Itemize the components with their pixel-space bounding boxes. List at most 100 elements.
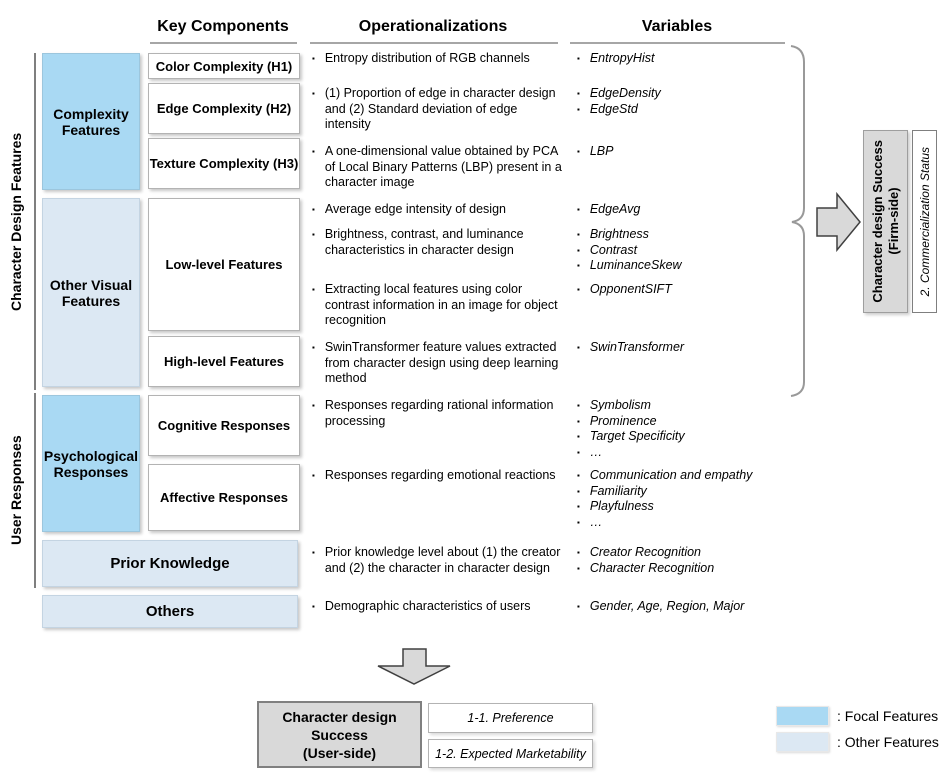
variable-group: ▪LBP (577, 144, 787, 160)
bullet-icon: ▪ (577, 416, 580, 426)
operationalization-item: ▪Responses regarding emotional reactions (312, 468, 556, 482)
legend-swatch-focal (776, 706, 829, 726)
header-operationalizations: Operationalizations (358, 18, 508, 35)
variable-name: LBP (589, 144, 614, 158)
bullet-icon: ▪ (312, 205, 315, 214)
variable-group: ▪Symbolism▪Prominence▪Target Specificity… (577, 398, 787, 460)
firm-side-success-label: Character design Success(Firm-side) (869, 140, 901, 303)
component-box-color-complexity: Color Complexity (H1) (148, 53, 300, 79)
variable-name: EdgeDensity (589, 86, 661, 100)
variable-item: ▪LBP (577, 144, 787, 160)
variable-group: ▪EdgeDensity▪EdgeStd (577, 86, 787, 117)
brace-icon (790, 45, 805, 397)
bullet-icon: ▪ (312, 401, 315, 410)
arrow-down-icon (377, 648, 451, 685)
variable-name: Contrast (589, 242, 638, 257)
component-box-low-level-features: Low-level Features (148, 198, 300, 331)
bullet-icon: ▪ (577, 104, 580, 114)
section-divider-line (34, 53, 36, 390)
component-box-texture-complexity: Texture Complexity (H3) (148, 138, 300, 189)
variable-name: OpponentSIFT (589, 282, 672, 296)
header-variables: Variables (641, 18, 713, 35)
variable-group: ▪ Creator Recognition▪ Character Recogniti… (577, 545, 787, 576)
operationalization-item: ▪Average edge intensity of design (312, 202, 506, 216)
variable-name: Gender, Age, Region, Major (589, 599, 745, 613)
bullet-icon: ▪ (312, 230, 315, 239)
variable-name: Playfulness (589, 499, 654, 513)
firm-side-success-box: Character design Success(Firm-side) (863, 130, 908, 313)
header-underline (150, 42, 297, 44)
variable-group: ▪EdgeAvg (577, 202, 787, 218)
bullet-icon: ▪ (312, 343, 315, 352)
bullet-icon: ▪ (577, 401, 580, 410)
variable-name: LuminanceSkew (589, 258, 682, 272)
variable-item: ▪EdgeAvg (577, 202, 787, 218)
variable-name: … (589, 444, 603, 459)
bullet-icon: ▪ (577, 245, 580, 255)
side-label-character-design-features: Character Design Features (8, 132, 24, 311)
variable-name: Creator Recognition (589, 545, 702, 559)
bullet-icon: ▪ (577, 432, 580, 441)
group-box-prior-knowledge: Prior Knowledge (42, 540, 298, 587)
variable-name: Familiarity (589, 483, 647, 498)
legend-label-focal: : Focal Features (837, 708, 939, 724)
header-underline (570, 42, 785, 44)
variable-name: Brightness (589, 227, 649, 241)
variable-group: ▪Brightness ▪ Contrast ▪ LuminanceSkew (577, 227, 787, 274)
bullet-icon: ▪ (312, 54, 315, 63)
bullet-icon: ▪ (577, 447, 580, 457)
operationalization-item: ▪(1) Proportion of edge in character des… (312, 86, 556, 131)
bullet-icon: ▪ (577, 261, 580, 270)
variable-item: ▪ Prominence (577, 414, 787, 430)
variable-item: ▪… (577, 515, 787, 531)
side-label-user-responses: User Responses (8, 435, 24, 546)
operationalization-item: ▪A one-dimensional value obtained by PCA… (312, 144, 562, 189)
header-underline (310, 42, 558, 44)
outcome-box-preference: 1-1. Preference (428, 703, 593, 733)
bullet-icon: ▪ (577, 486, 580, 496)
bullet-icon: ▪ (312, 147, 315, 156)
group-box-other-visual-features: Other Visual Features (42, 198, 140, 387)
arrow-right-icon (816, 192, 861, 252)
bullet-icon: ▪ (577, 602, 580, 611)
variable-item: ▪Brightness (577, 227, 787, 243)
legend-swatch-other (776, 732, 829, 752)
bullet-icon: ▪ (577, 205, 580, 214)
variable-item: ▪EntropyHist (577, 51, 787, 67)
variable-item: ▪ Communication and empathy (577, 468, 787, 484)
bullet-icon: ▪ (577, 517, 580, 527)
variable-name: Prominence (589, 413, 657, 428)
component-box-high-level-features: High-level Features (148, 336, 300, 387)
bullet-icon: ▪ (577, 502, 580, 511)
commercialization-status-label: 2. Commercialization Status (917, 146, 932, 297)
operationalization-item: ▪SwinTransformer feature values extracte… (312, 340, 559, 385)
group-box-psychological-responses: Psychological Responses (42, 395, 140, 532)
variable-item: ▪ Target Specificity (577, 429, 787, 445)
variable-name: SwinTransformer (589, 340, 685, 354)
variable-item: ▪EdgeDensity (577, 86, 787, 102)
bullet-icon: ▪ (577, 548, 580, 557)
variable-item: ▪ Familiarity (577, 484, 787, 500)
variable-item: ▪ Creator Recognition (577, 545, 787, 561)
variable-item: ▪ LuminanceSkew (577, 258, 787, 274)
group-box-others: Others (42, 595, 298, 628)
operationalization-item: ▪Extracting local features using color c… (312, 282, 558, 327)
variable-name: EntropyHist (589, 51, 655, 65)
variable-name: Character Recognition (589, 560, 715, 575)
bullet-icon: ▪ (577, 343, 580, 352)
component-box-affective-responses: Affective Responses (148, 464, 300, 531)
bullet-icon: ▪ (577, 471, 580, 480)
variable-name: Target Specificity (589, 429, 685, 443)
variable-item: ▪… (577, 445, 787, 461)
variable-item: ▪ SwinTransformer (577, 340, 787, 356)
variable-item: ▪ Contrast (577, 243, 787, 259)
bullet-icon: ▪ (577, 285, 580, 294)
variable-name: … (589, 514, 603, 529)
variable-item: ▪ Playfulness (577, 499, 787, 515)
bullet-icon: ▪ (312, 285, 315, 294)
variable-name: Communication and empathy (589, 468, 753, 482)
section-divider-line (34, 393, 36, 588)
header-key-components: Key Components (157, 18, 289, 35)
